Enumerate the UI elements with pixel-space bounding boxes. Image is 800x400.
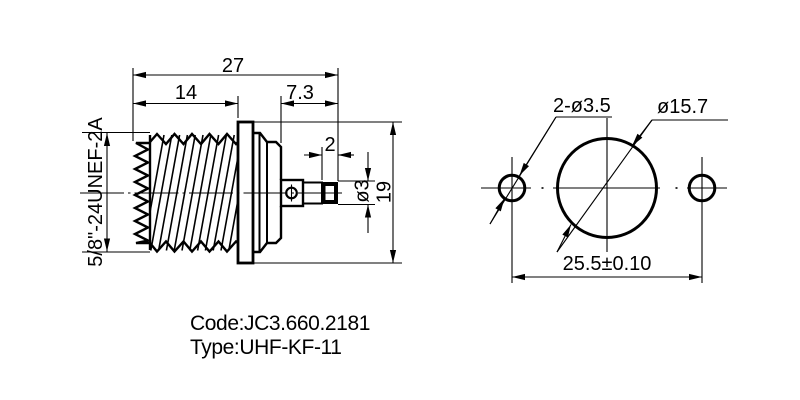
part-type: Type:UHF-KF-11	[190, 336, 342, 359]
thread-hatching	[150, 134, 238, 251]
flange	[236, 120, 255, 265]
panel-dimensions: 2-ø3.5 ø15.7 25.5±0.10	[489, 95, 728, 281]
leader-mount-holes-arrow-upper	[519, 116, 557, 176]
leader-center-hole-arrow-upper	[631, 119, 653, 147]
dim-overall-length: 27	[222, 55, 244, 77]
panel-view	[481, 118, 727, 283]
part-code: Code:JC3.660.2181	[190, 312, 370, 335]
dim-hole-spacing: 25.5±0.10	[563, 253, 652, 275]
dim-pin-tip-length: 2	[324, 134, 335, 156]
knurl-sawtooth	[132, 141, 152, 245]
part-identification: Code:JC3.660.2181 Type:UHF-KF-11	[190, 312, 370, 359]
dim-flange-diameter: 19	[374, 181, 396, 203]
dim-rear-length: 7.3	[286, 82, 314, 104]
side-view	[80, 120, 342, 265]
dim-mount-holes: 2-ø3.5	[553, 95, 611, 117]
pin-tip	[321, 182, 338, 204]
thread-crest-bottom	[149, 239, 239, 254]
leader-center-hole-arrow-lower	[556, 224, 572, 253]
leader-mount-holes-arrow-lower	[489, 198, 505, 225]
side-dimensions: 27 14 7.3 2 ø3 19 5/8"-24UNEF-2A	[82, 55, 402, 267]
dim-pin-diameter: ø3	[352, 179, 374, 202]
dim-center-hole: ø15.7	[657, 96, 708, 118]
thread-crest-top	[149, 132, 239, 146]
dim-thread-length: 14	[175, 82, 197, 104]
thread-spec-label: 5/8"-24UNEF-2A	[85, 117, 107, 267]
